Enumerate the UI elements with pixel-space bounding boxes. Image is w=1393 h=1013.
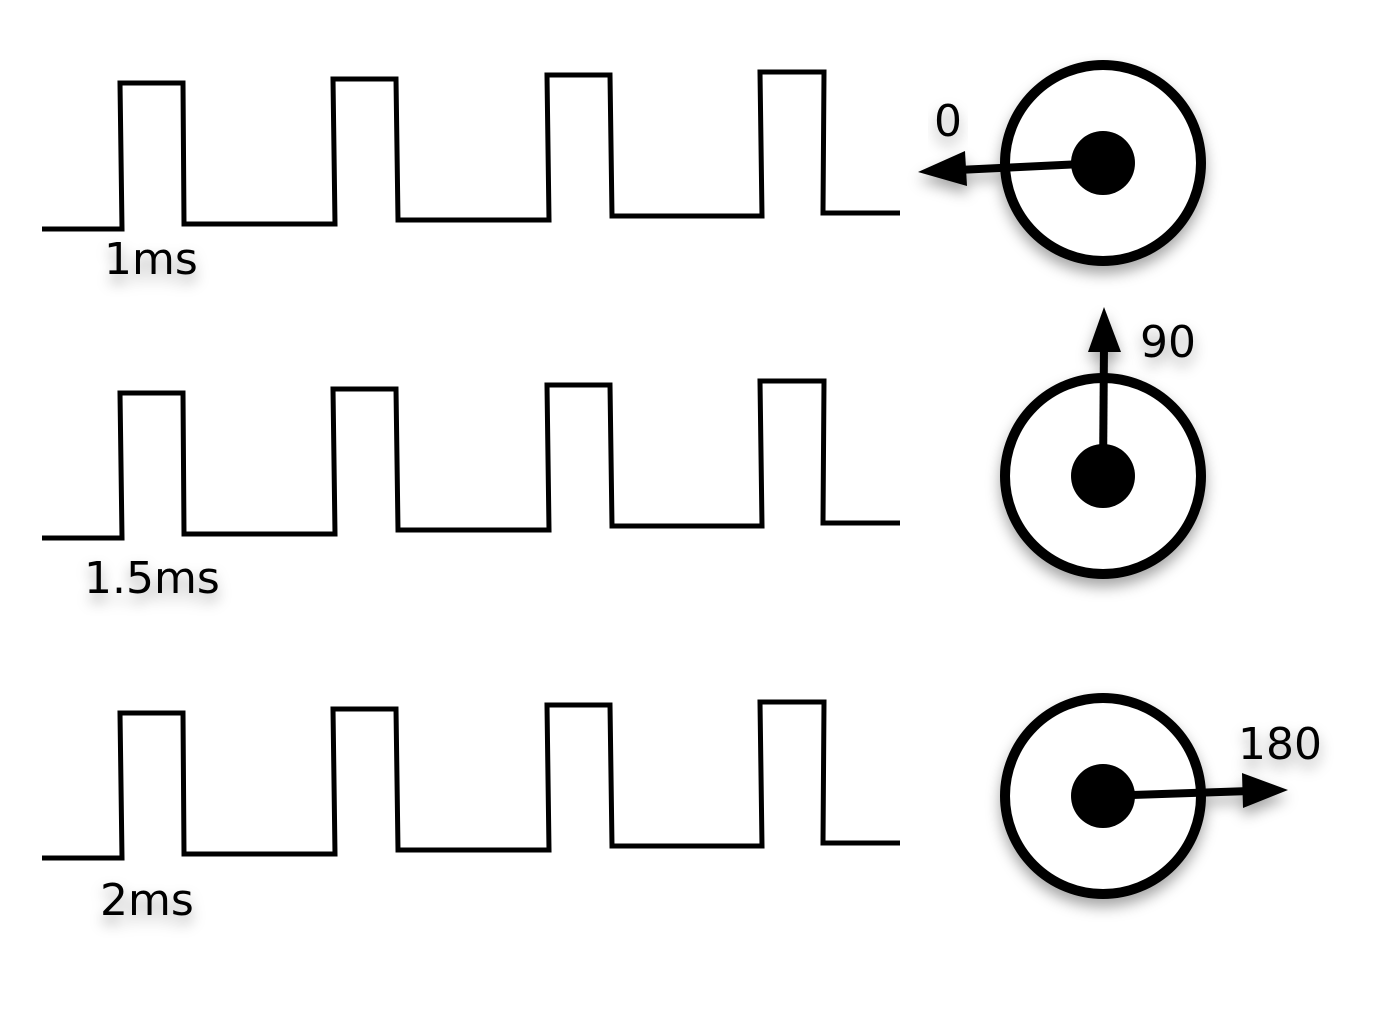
pulse-width-label-2ms: 2ms	[100, 875, 194, 926]
servo-dial-90	[1000, 307, 1206, 579]
angle-label-0: 0	[934, 96, 962, 147]
arrowhead-up-icon	[1088, 307, 1121, 352]
angle-label-180: 180	[1238, 719, 1322, 770]
arrowhead-right-icon	[1242, 773, 1288, 808]
row-2ms: 2ms 180	[42, 693, 1322, 926]
pulse-width-label-1-5ms: 1.5ms	[84, 553, 220, 604]
dial-hub	[1071, 131, 1135, 195]
pulse-train-1-5ms	[42, 378, 900, 541]
dial-hub	[1071, 444, 1135, 508]
row-1-5ms: 1.5ms 90	[42, 307, 1206, 604]
row-1ms: 1ms 0	[42, 60, 1206, 285]
dial-hub	[1071, 764, 1135, 828]
pulse-width-label-1ms: 1ms	[104, 234, 198, 285]
servo-dial-180	[1000, 693, 1288, 899]
pulse-train-1ms	[42, 69, 900, 232]
pulse-train-2ms	[42, 699, 900, 861]
angle-label-90: 90	[1140, 317, 1196, 368]
arrowhead-left-icon	[918, 151, 967, 186]
servo-dial-0	[918, 60, 1206, 266]
